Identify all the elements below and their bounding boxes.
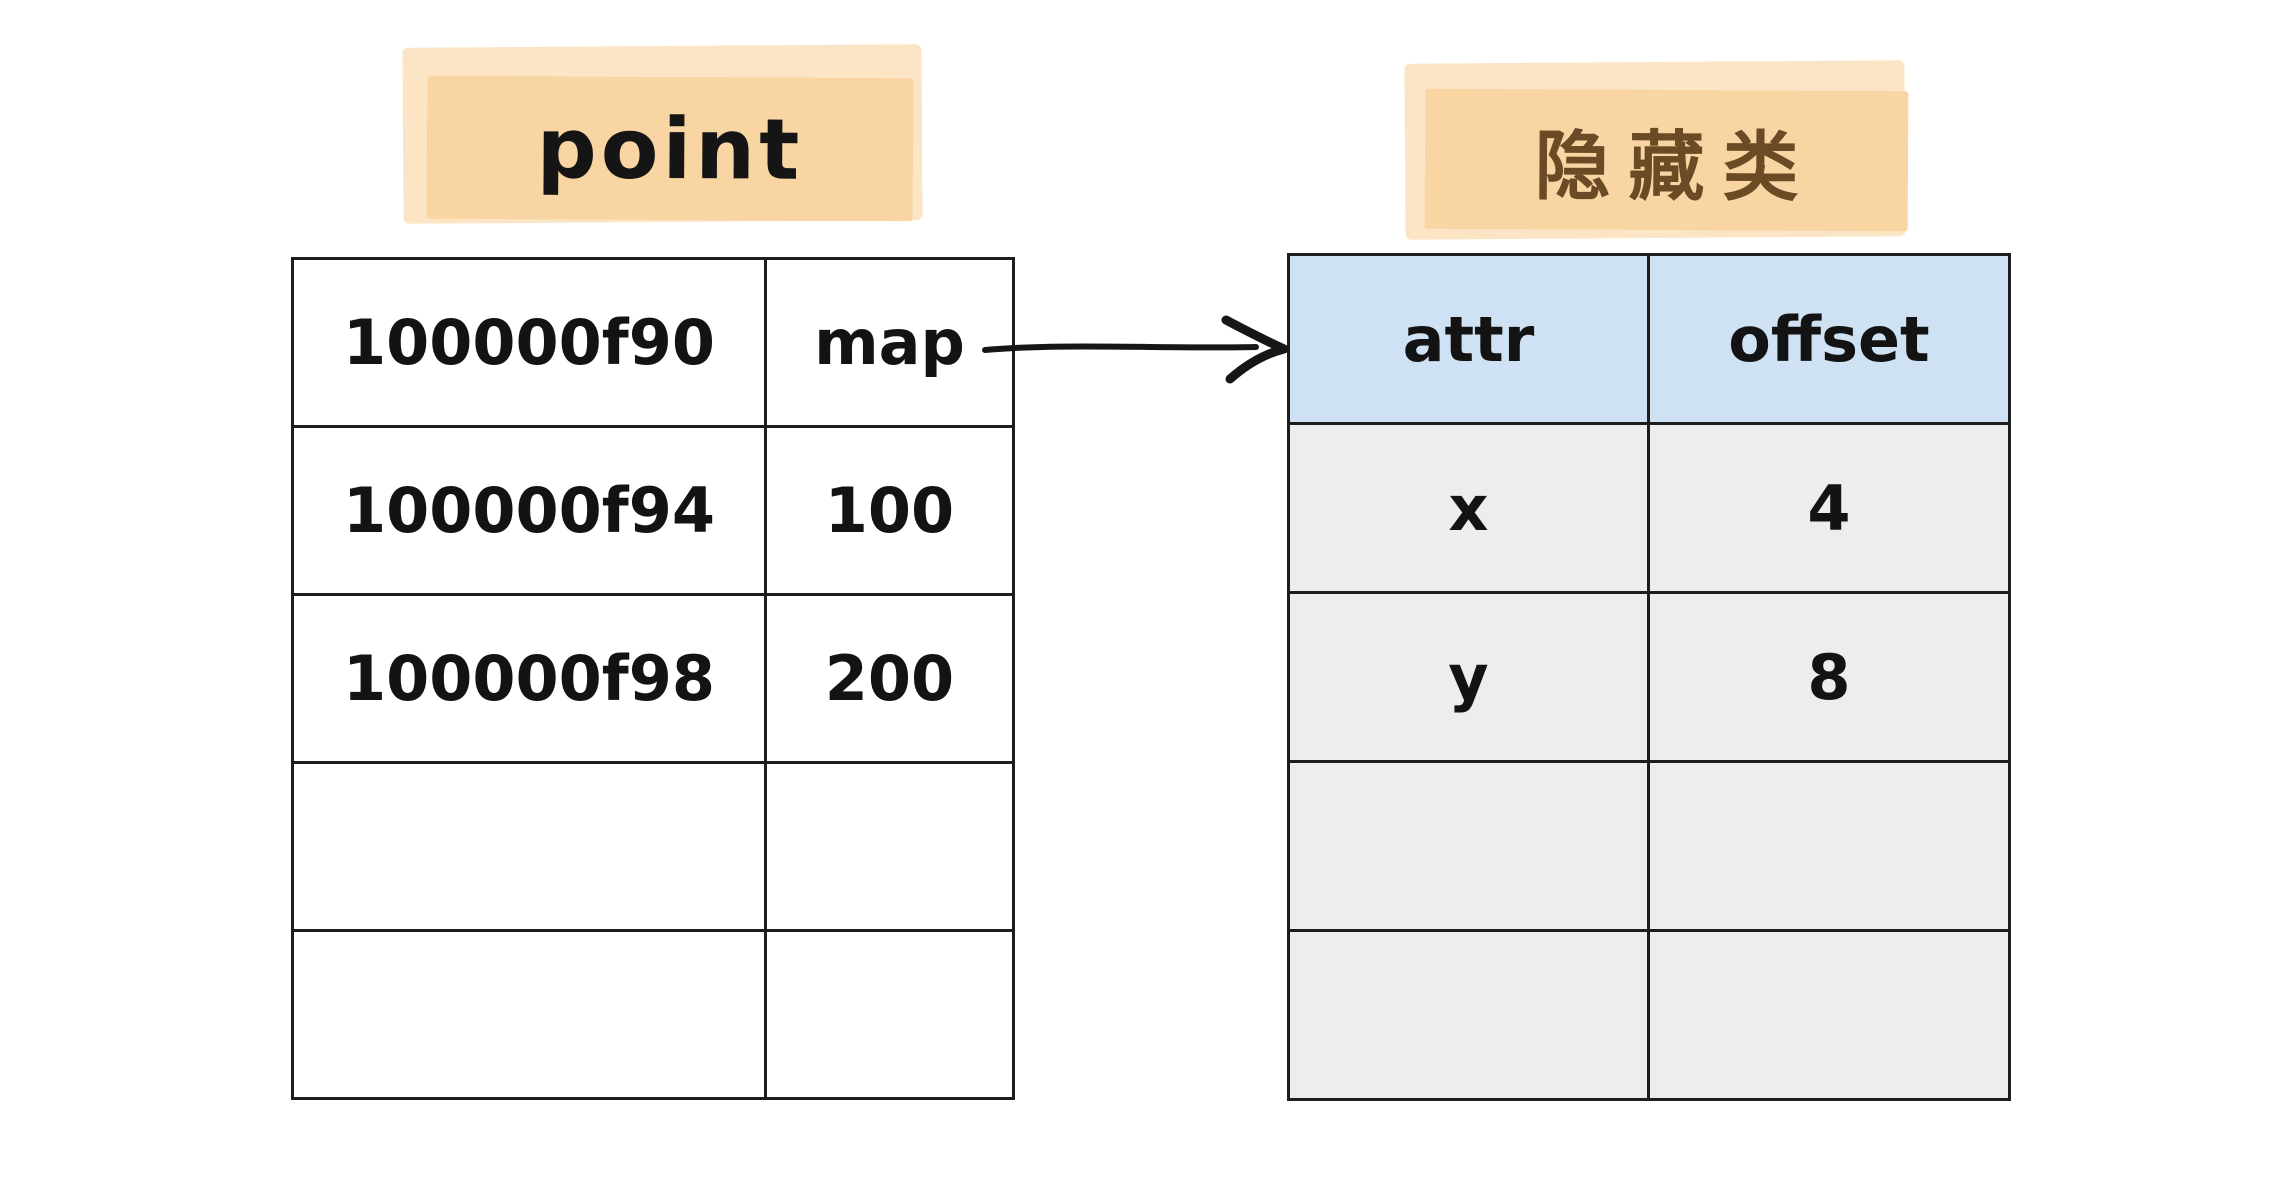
table-row: x 4 <box>1287 422 2011 594</box>
value-cell <box>764 761 1015 932</box>
table-row: y 8 <box>1287 591 2011 763</box>
value-cell: 100 <box>764 425 1015 596</box>
point-title-highlight-inner: point <box>426 75 914 222</box>
address-cell: 100000f98 <box>291 593 767 764</box>
attr-cell: x <box>1287 422 1650 594</box>
table-row <box>1287 760 2011 932</box>
address-cell: 100000f90 <box>291 257 767 428</box>
address-cell <box>291 929 767 1100</box>
offset-cell <box>1647 929 2011 1101</box>
hidden-class-title-highlight-inner: 隐藏类 <box>1424 88 1909 232</box>
table-row <box>291 929 1015 1100</box>
table-row: 100000f98 200 <box>291 593 1015 764</box>
table-row <box>1287 929 2011 1101</box>
point-title-highlight: point <box>402 44 923 224</box>
address-cell <box>291 761 767 932</box>
offset-cell: 8 <box>1647 591 2011 763</box>
value-cell: 200 <box>764 593 1015 764</box>
hidden-class-title: 隐藏类 <box>1534 121 1817 212</box>
hidden-class-title-highlight: 隐藏类 <box>1404 60 1909 240</box>
table-row: 100000f90 map <box>291 257 1015 428</box>
table-row: 100000f94 100 <box>291 425 1015 596</box>
hidden-class-table: attr offset x 4 y 8 <box>1287 253 2011 1101</box>
value-cell-map: map <box>764 257 1015 428</box>
table-row <box>291 761 1015 932</box>
attr-cell: y <box>1287 591 1650 763</box>
value-cell <box>764 929 1015 1100</box>
offset-cell: 4 <box>1647 422 2011 594</box>
header-cell-offset: offset <box>1647 253 2011 425</box>
header-cell-attr: attr <box>1287 253 1650 425</box>
point-table: 100000f90 map 100000f94 100 100000f98 20… <box>291 257 1015 1100</box>
address-cell: 100000f94 <box>291 425 767 596</box>
attr-cell <box>1287 760 1650 932</box>
point-title: point <box>536 98 804 199</box>
attr-cell <box>1287 929 1650 1101</box>
table-header-row: attr offset <box>1287 253 2011 425</box>
offset-cell <box>1647 760 2011 932</box>
